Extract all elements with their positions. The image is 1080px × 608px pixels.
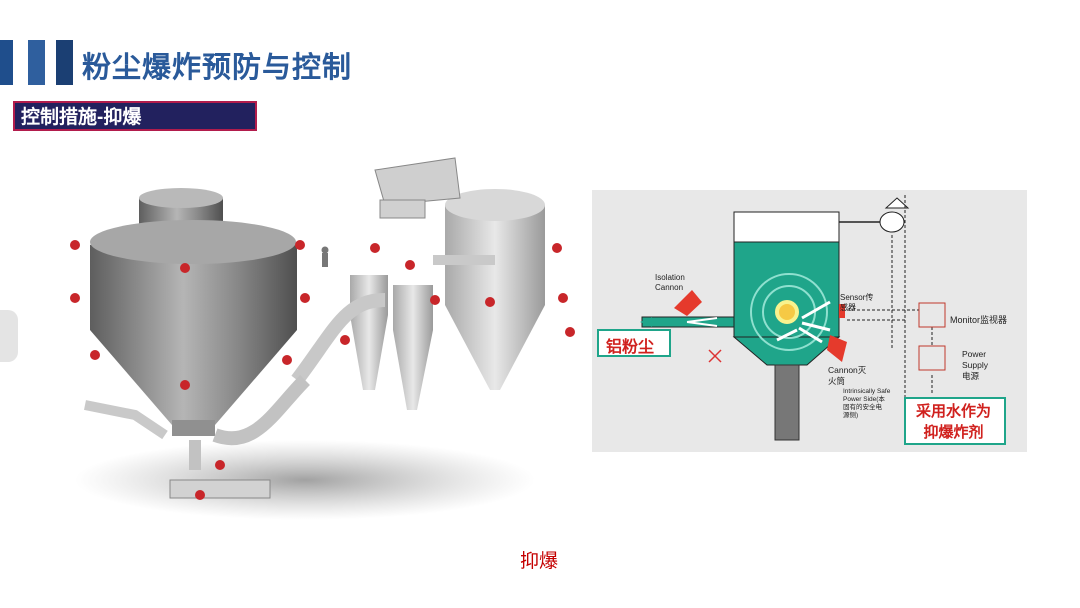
label-monitor: Monitor监视器: [950, 313, 1007, 326]
label-power-supply: Power Supply 电源: [962, 349, 988, 382]
header-accent-bar: [56, 40, 73, 85]
header-accent-bar: [0, 40, 13, 85]
header-accent-bar: [28, 40, 45, 85]
label-aluminum-dust: 铝粉尘: [606, 333, 654, 357]
page-title: 粉尘爆炸预防与控制: [82, 44, 352, 86]
plant-illustration: [55, 150, 590, 540]
label-cannon: Cannon灭 火筒: [828, 365, 866, 387]
label-isolation-cannon: Isolation Cannon: [655, 273, 685, 293]
side-handle: [0, 310, 18, 362]
label-water-agent: 采用水作为 抑爆炸剂: [916, 401, 991, 443]
figure-caption: 抑爆: [520, 546, 558, 573]
label-intrinsically-safe: Intrinsically Safe Power Side(本 固有的安全电 源…: [843, 388, 890, 420]
section-subtitle: 控制措施-抑爆: [13, 101, 257, 131]
label-sensor: Sensor传 感器: [840, 293, 873, 313]
